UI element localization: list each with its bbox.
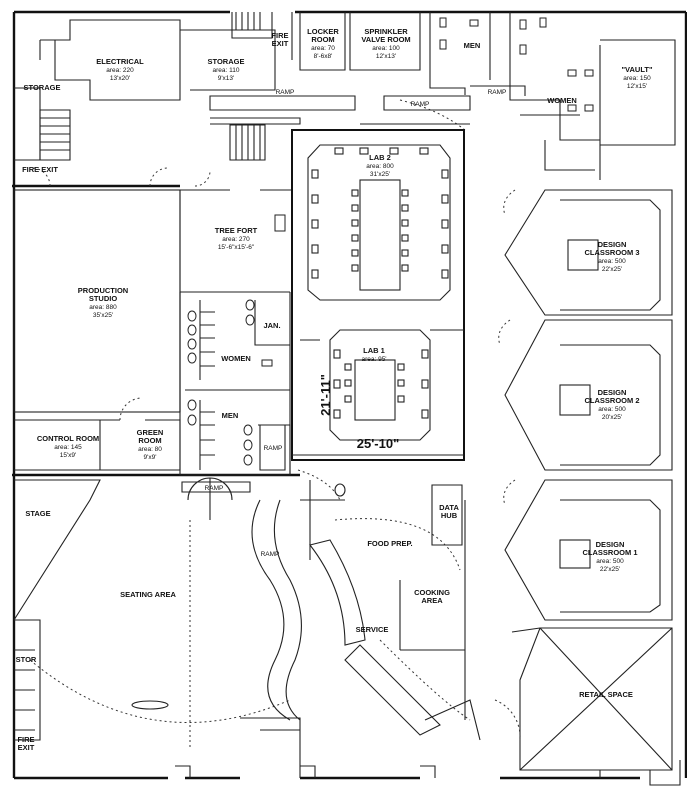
design-classrooms [498, 189, 673, 621]
label-lab1: LAB 1 [363, 346, 385, 355]
label-production-studio: PRODUCTION [78, 286, 128, 295]
seating-stage [13, 477, 601, 778]
svg-text:HUB: HUB [441, 511, 458, 520]
svg-text:area: 145: area: 145 [54, 444, 82, 451]
label-ramp-1: RAMP [276, 89, 295, 96]
label-tree-fort: TREE FORT [215, 226, 258, 235]
label-fire-exit-bottom: FIRE [17, 735, 34, 744]
svg-text:EXIT: EXIT [272, 39, 289, 48]
label-ramp-4: RAMP [264, 445, 283, 452]
ramp-labels: RAMP RAMP RAMP RAMP RAMP RAMP [205, 89, 507, 558]
svg-text:ROOM: ROOM [311, 35, 334, 44]
label-vault: "VAULT" [622, 65, 653, 74]
svg-text:ROOM: ROOM [138, 436, 161, 445]
svg-text:AREA: AREA [421, 596, 443, 605]
svg-text:22'x25': 22'x25' [602, 266, 622, 273]
svg-text:20'x25': 20'x25' [602, 414, 622, 421]
svg-text:35'x25': 35'x25' [93, 312, 113, 319]
label-design-classroom-1: DESIGN [596, 540, 625, 549]
label-stor: STOR [16, 655, 37, 664]
label-seating-area: SEATING AREA [120, 590, 176, 599]
label-control-room: CONTROL ROOM [37, 434, 99, 443]
svg-text:15'x9': 15'x9' [60, 452, 77, 459]
label-storage-top: STORAGE [208, 57, 245, 66]
labs [291, 129, 465, 461]
label-electrical: ELECTRICAL [96, 57, 144, 66]
svg-text:22'x25': 22'x25' [600, 566, 620, 573]
svg-text:8'-6x8': 8'-6x8' [314, 53, 333, 60]
svg-text:area: 95': area: 95' [361, 356, 386, 363]
label-retail-space: RETAIL SPACE [579, 690, 633, 699]
svg-text:31'x25': 31'x25' [370, 171, 390, 178]
svg-text:9'x13': 9'x13' [218, 75, 235, 82]
svg-text:area: 220: area: 220 [106, 67, 134, 74]
left-rooms [13, 167, 292, 493]
label-ramp-6: RAMP [261, 551, 280, 558]
svg-text:area: 100: area: 100 [372, 45, 400, 52]
label-food-prep: FOOD PREP. [367, 539, 412, 548]
label-storage-left: STORAGE [24, 83, 61, 92]
label-fire-exit-top: FIRE [271, 31, 288, 40]
label-ramp-2: RAMP [411, 101, 430, 108]
label-green-room: GREEN [137, 428, 164, 437]
svg-text:EXIT: EXIT [18, 743, 35, 752]
label-janitor: JAN. [263, 321, 280, 330]
dimension-horizontal: 25'-10" [357, 436, 400, 451]
label-men-mid: MEN [222, 411, 239, 420]
label-sprinkler-room: SPRINKLER [364, 27, 408, 36]
label-design-classroom-2: DESIGN [598, 388, 627, 397]
svg-text:CLASSROOM 3: CLASSROOM 3 [584, 248, 639, 257]
svg-text:area: 880: area: 880 [89, 304, 117, 311]
svg-text:area: 500: area: 500 [598, 406, 626, 413]
label-stage: STAGE [25, 509, 50, 518]
label-cooking-area: COOKING [414, 588, 450, 597]
svg-text:13'x20': 13'x20' [110, 75, 130, 82]
svg-text:CLASSROOM 1: CLASSROOM 1 [582, 548, 637, 557]
label-lab2: LAB 2 [369, 153, 391, 162]
svg-text:area: 110: area: 110 [213, 67, 240, 74]
svg-text:area: 150: area: 150 [623, 75, 651, 82]
dimensions: 21'-11" 25'-10" [318, 374, 399, 451]
svg-text:area: 80: area: 80 [138, 446, 162, 453]
svg-text:STUDIO: STUDIO [89, 294, 118, 303]
label-ramp-3: RAMP [488, 89, 507, 96]
label-service: SERVICE [356, 625, 389, 634]
dimension-vertical: 21'-11" [318, 374, 333, 416]
label-men-top: MEN [464, 41, 481, 50]
svg-text:area: 70: area: 70 [311, 45, 335, 52]
svg-text:12'x15': 12'x15' [627, 83, 647, 90]
svg-text:9'x9': 9'x9' [144, 454, 157, 461]
svg-text:area: 270: area: 270 [222, 236, 250, 243]
label-design-classroom-3: DESIGN [598, 240, 627, 249]
exterior-walls [12, 10, 687, 780]
label-women-mid: WOMEN [221, 354, 251, 363]
svg-text:area: 800: area: 800 [366, 163, 394, 170]
label-locker-room: LOCKER [307, 27, 339, 36]
label-women-top: WOMEN [547, 96, 577, 105]
svg-text:VALVE ROOM: VALVE ROOM [361, 35, 410, 44]
label-fire-exit-left: FIRE EXIT [22, 165, 58, 174]
label-data-hub: DATA [439, 503, 459, 512]
top-rooms [14, 12, 676, 180]
svg-text:15'-6"x15'-6": 15'-6"x15'-6" [218, 244, 255, 251]
svg-text:area: 500: area: 500 [598, 258, 626, 265]
room-labels: ELECTRICAL area: 220 13'x20' STORAGE are… [16, 27, 653, 752]
kitchen [297, 469, 481, 741]
label-ramp-5: RAMP [205, 485, 224, 492]
svg-text:12'x13': 12'x13' [376, 53, 396, 60]
svg-text:area: 500: area: 500 [596, 558, 624, 565]
retail-space [494, 627, 681, 786]
svg-text:CLASSROOM 2: CLASSROOM 2 [584, 396, 639, 405]
